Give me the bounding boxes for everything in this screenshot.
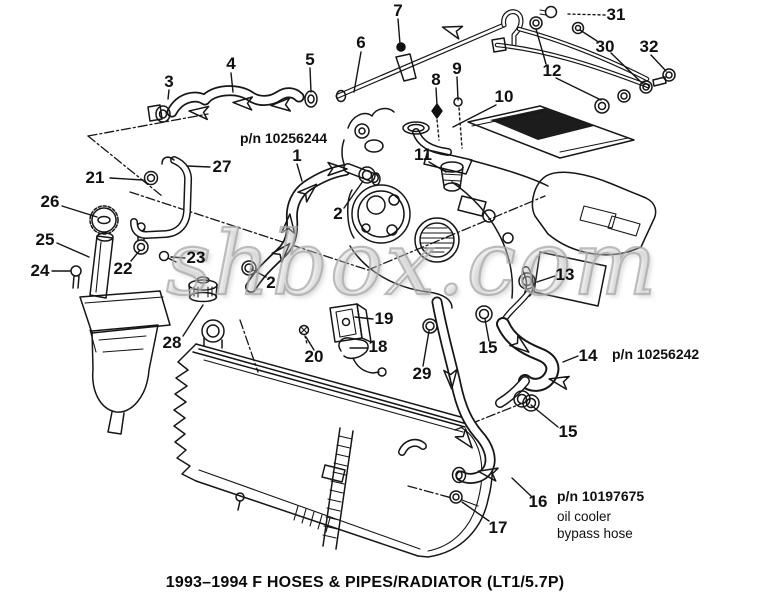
leader-line xyxy=(343,180,364,209)
leader-line xyxy=(610,52,644,85)
leader-line-dotted xyxy=(566,13,606,16)
upper-hose-4-drawing xyxy=(147,85,318,123)
leader-line xyxy=(562,355,579,363)
leader-line xyxy=(650,54,667,72)
flow-arrow-red-icon xyxy=(443,368,458,390)
leader-line xyxy=(305,336,315,351)
engine-drawing xyxy=(341,97,657,309)
leader-line xyxy=(309,67,312,93)
reservoir-drawing xyxy=(70,205,218,435)
flow-arrow-red-icon xyxy=(188,105,210,121)
flow-arrow-blue-icon xyxy=(280,213,296,235)
leader-line xyxy=(56,242,90,258)
leader-line xyxy=(109,177,144,181)
bracket-clip-drawing xyxy=(298,303,387,377)
flow-arrow-red-icon xyxy=(270,97,292,112)
leader-line xyxy=(555,77,602,101)
leader-line xyxy=(530,404,559,428)
leader-line xyxy=(428,161,447,173)
construction-lines xyxy=(87,113,546,499)
leader-line xyxy=(130,249,141,262)
leader-line xyxy=(511,477,532,497)
leader-line xyxy=(186,165,211,168)
leader-line xyxy=(354,316,374,320)
leader-line xyxy=(170,256,186,259)
upper-radiator-hose-drawing xyxy=(241,163,381,293)
steel-pipe-6-drawing xyxy=(335,9,524,103)
leader-line xyxy=(435,87,438,106)
leader-line xyxy=(296,163,303,182)
leader-line xyxy=(536,275,556,283)
flow-arrow-blue-icon xyxy=(271,242,291,263)
leader-line xyxy=(535,28,547,65)
flow-arrow-red-icon xyxy=(441,25,464,40)
leader-line xyxy=(456,76,459,101)
leader-line xyxy=(61,205,98,218)
flow-arrow-red-icon xyxy=(454,428,473,449)
flow-arrow-red-icon xyxy=(232,96,254,111)
flow-arrow-red-icon xyxy=(509,334,530,353)
flow-arrow-blue-icon xyxy=(327,161,348,177)
flow-arrow-red-icon xyxy=(548,375,570,390)
heater-pipe-drawing xyxy=(130,156,193,239)
leader-line xyxy=(579,29,598,42)
diagram-caption: 1993–1994 F HOSES & PIPES/RADIATOR (LT1/… xyxy=(165,574,565,591)
leader-line xyxy=(250,268,267,278)
flow-arrow-blue-icon xyxy=(297,183,318,203)
leader-line xyxy=(484,318,490,342)
leader-line xyxy=(230,72,234,93)
leader-line xyxy=(167,89,170,100)
leader-line xyxy=(353,51,362,93)
leader-line xyxy=(422,330,430,367)
leader-line xyxy=(461,501,490,522)
leader-line xyxy=(397,18,401,45)
leader-line xyxy=(452,104,497,128)
flow-arrow-red-icon xyxy=(477,467,499,482)
throttle-rods-drawing xyxy=(491,5,676,114)
leader-line xyxy=(182,304,204,337)
